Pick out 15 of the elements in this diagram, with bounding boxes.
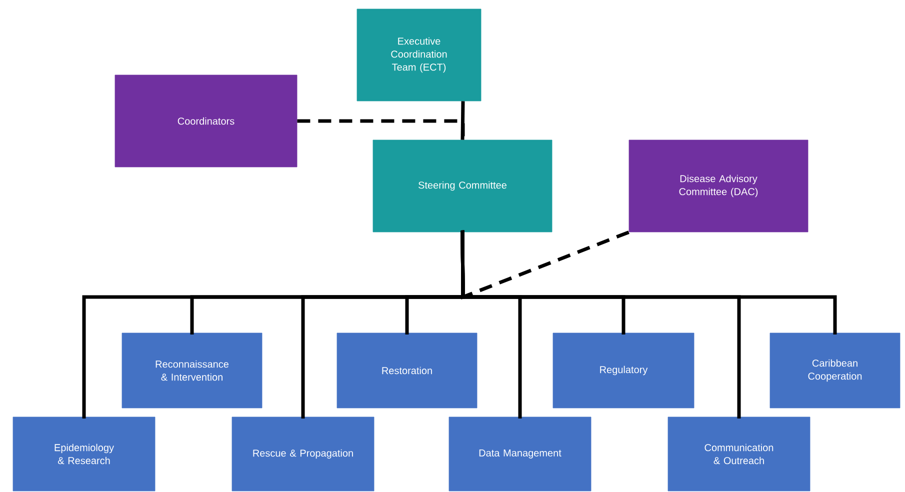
team-box: Caribbean Cooperation [770, 332, 900, 408]
connector-line [460, 101, 465, 140]
team-box: Data Management [448, 416, 592, 492]
team-box: Rescue & Propagation [232, 416, 374, 492]
team-box: Regulatory [552, 332, 694, 408]
team-box: Steering Committee [372, 140, 552, 232]
team-box: Reconnaissance & Intervention [122, 332, 262, 408]
connector-line [460, 230, 630, 300]
team-box: Executive Coordination Team (ECT) [356, 8, 482, 102]
team-box: Communication & Outreach [668, 416, 810, 492]
team-box: Coordinators [114, 74, 298, 168]
team-box: Restoration [336, 332, 478, 408]
connector-line [460, 230, 837, 335]
team-box: Disease Advisory Committee (DAC) [628, 140, 808, 232]
team-box: Epidemiology & Research [12, 416, 156, 492]
